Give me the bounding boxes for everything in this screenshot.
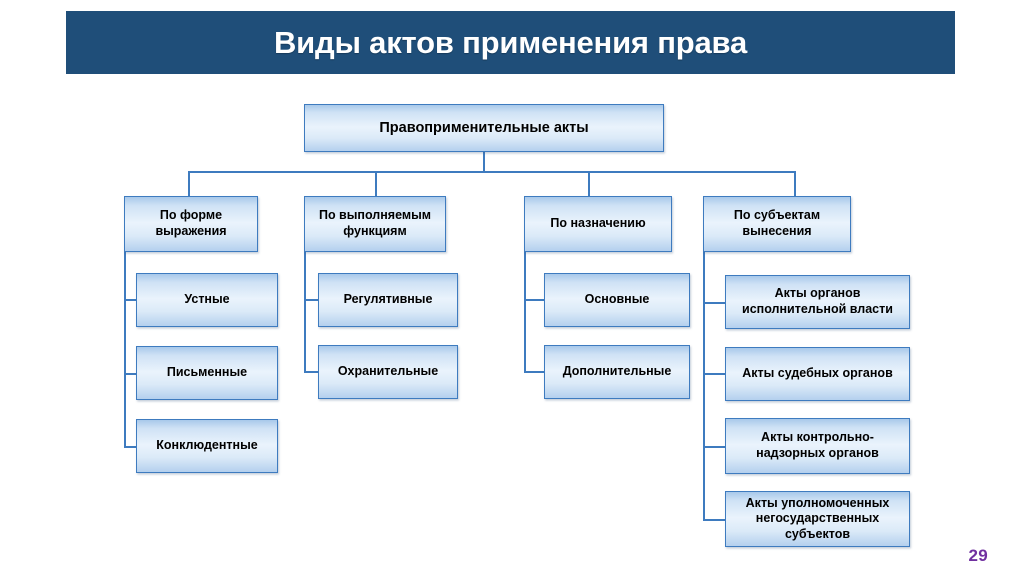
connector-root-drop bbox=[483, 152, 485, 172]
connector-branch-2-child-2 bbox=[304, 371, 320, 373]
node-branch-3-label: По назначению bbox=[550, 216, 646, 231]
node-branch-4-child-1-label: Акты органов исполнительной власти bbox=[742, 286, 893, 316]
node-branch-2[interactable]: По выполняемым функциям bbox=[304, 196, 446, 252]
connector-branch-3-trunk bbox=[524, 252, 526, 373]
connector-branch-3-drop bbox=[588, 171, 590, 197]
connector-branch-1-child-1 bbox=[124, 299, 138, 301]
node-branch-4-label: По субъектам вынесения bbox=[733, 208, 821, 238]
title-bar: Виды актов применения права bbox=[66, 11, 955, 74]
connector-branch-2-child-1 bbox=[304, 299, 320, 301]
connector-branch-2-drop bbox=[375, 171, 377, 197]
node-root[interactable]: Правоприменительные акты bbox=[304, 104, 664, 152]
node-branch-1-label: По форме выражения bbox=[155, 208, 227, 238]
node-branch-1-child-2-label: Письменные bbox=[166, 365, 248, 380]
node-branch-4-child-2-label: Акты судебных органов bbox=[742, 366, 893, 381]
node-branch-2-child-2-label: Охранительные bbox=[337, 364, 439, 379]
node-branch-1-child-1[interactable]: Устные bbox=[136, 273, 278, 327]
connector-branch-3-child-2 bbox=[524, 371, 546, 373]
node-branch-2-label: По выполняемым функциям bbox=[318, 208, 432, 238]
connector-branch-4-child-3 bbox=[703, 446, 727, 448]
node-branch-3-child-2[interactable]: Дополнительные bbox=[544, 345, 690, 399]
node-branch-1-child-3[interactable]: Конклюдентные bbox=[136, 419, 278, 473]
connector-branch-1-trunk bbox=[124, 252, 126, 446]
connector-branch-1-child-2 bbox=[124, 373, 138, 375]
node-branch-4-child-3-label: Акты контрольно-надзорных органов bbox=[756, 430, 879, 460]
node-branch-4-child-1[interactable]: Акты органов исполнительной власти bbox=[725, 275, 910, 329]
node-branch-3[interactable]: По назначению bbox=[524, 196, 672, 252]
node-branch-4-child-4[interactable]: Акты уполномоченных негосударственных су… bbox=[725, 491, 910, 547]
node-branch-2-child-1-label: Регулятивные bbox=[343, 292, 433, 307]
connector-branch-1-drop bbox=[188, 171, 190, 197]
connector-branch-4-child-1 bbox=[703, 302, 727, 304]
node-branch-1-child-2[interactable]: Письменные bbox=[136, 346, 278, 400]
connector-branch-3-child-1 bbox=[524, 299, 546, 301]
node-branch-3-child-1[interactable]: Основные bbox=[544, 273, 690, 327]
node-root-label: Правоприменительные акты bbox=[379, 119, 589, 136]
connector-branch-2-trunk bbox=[304, 252, 306, 373]
connector-branch-4-trunk bbox=[703, 252, 705, 521]
node-branch-4-child-3[interactable]: Акты контрольно-надзорных органов bbox=[725, 418, 910, 474]
connector-branch-4-drop bbox=[794, 171, 796, 197]
node-branch-1-child-3-label: Конклюдентные bbox=[156, 438, 258, 453]
node-branch-4[interactable]: По субъектам вынесения bbox=[703, 196, 851, 252]
node-branch-2-child-1[interactable]: Регулятивные bbox=[318, 273, 458, 327]
node-branch-4-child-2[interactable]: Акты судебных органов bbox=[725, 347, 910, 401]
connector-branch-1-child-3 bbox=[124, 446, 138, 448]
page-number: 29 bbox=[968, 546, 988, 565]
node-branch-3-child-1-label: Основные bbox=[584, 292, 650, 307]
node-branch-4-child-4-label: Акты уполномоченных негосударственных су… bbox=[745, 495, 890, 541]
connector-branch-4-child-2 bbox=[703, 373, 727, 375]
node-branch-1-child-1-label: Устные bbox=[184, 292, 230, 307]
node-branch-2-child-2[interactable]: Охранительные bbox=[318, 345, 458, 399]
page-title: Виды актов применения права bbox=[273, 24, 748, 60]
connector-level2-bus bbox=[188, 171, 796, 173]
node-branch-3-child-2-label: Дополнительные bbox=[562, 364, 672, 379]
connector-branch-4-child-4 bbox=[703, 519, 727, 521]
node-branch-1[interactable]: По форме выражения bbox=[124, 196, 258, 252]
